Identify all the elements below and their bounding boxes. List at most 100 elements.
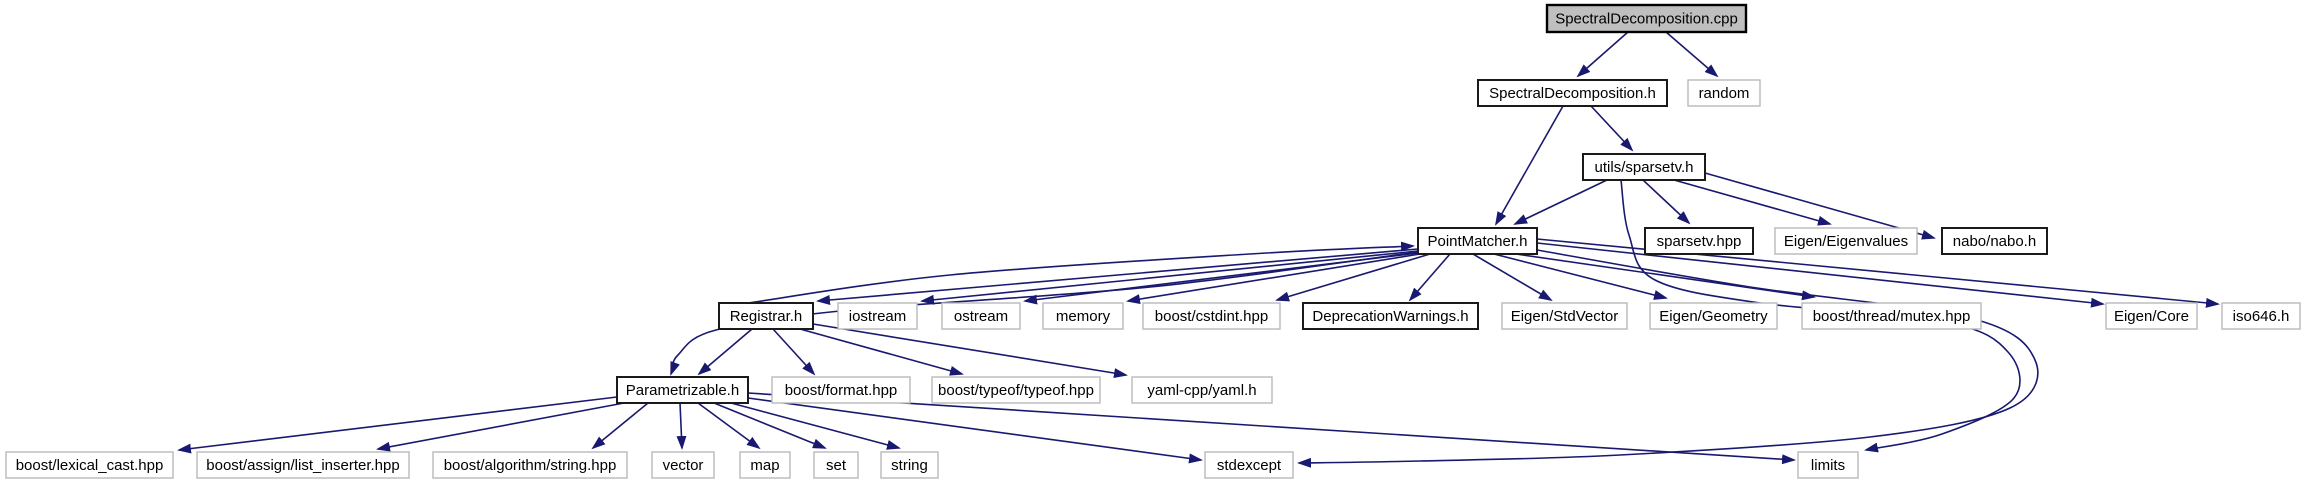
node-label-cpp: SpectralDecomposition.cpp	[1555, 11, 1738, 28]
node-box-sparsetv[interactable]	[1582, 153, 1706, 181]
node-box-algo	[432, 451, 628, 479]
node-iostream: iostream	[837, 302, 918, 330]
edge-param-to-vector	[676, 402, 687, 450]
node-box-map	[739, 451, 791, 479]
node-box-depr[interactable]	[1302, 302, 1479, 330]
node-label-set: set	[826, 457, 847, 474]
node-label-stdvec: Eigen/StdVector	[1511, 308, 1619, 325]
edge-reg-to-format	[772, 328, 816, 376]
edge-pm-to-iostream	[920, 250, 1419, 305]
node-box-iso	[2221, 302, 2301, 330]
node-label-core: Eigen/Core	[2114, 308, 2189, 325]
node-sdh[interactable]: SpectralDecomposition.h	[1477, 79, 1668, 107]
edge-pm-to-stdvec	[1472, 253, 1553, 302]
node-label-sdh: SpectralDecomposition.h	[1489, 85, 1656, 102]
node-ostream: ostream	[941, 302, 1021, 330]
node-label-iostream: iostream	[849, 308, 907, 325]
node-stdvec: Eigen/StdVector	[1501, 302, 1628, 330]
edge-sparsetv-to-eigev	[1673, 179, 1832, 226]
node-label-param: Parametrizable.h	[626, 382, 739, 399]
node-box-assign	[196, 451, 410, 479]
edge-sdh-to-sparsetv	[1590, 105, 1634, 152]
node-box-geom	[1649, 302, 1778, 330]
node-label-nabo: nabo/nabo.h	[1953, 233, 2036, 250]
node-label-limits: limits	[1811, 457, 1845, 474]
node-stdex: stdexcept	[1204, 451, 1294, 479]
node-nabo[interactable]: nabo/nabo.h	[1941, 227, 2048, 255]
edge-reg-to-typeof	[799, 328, 964, 376]
node-label-stdex: stdexcept	[1217, 457, 1282, 474]
node-format: boost/format.hpp	[771, 376, 911, 404]
node-label-assign: boost/assign/list_inserter.hpp	[206, 457, 399, 474]
edge-reg-to-param	[697, 328, 753, 376]
node-param[interactable]: Parametrizable.h	[616, 376, 749, 404]
node-box-string	[880, 451, 939, 479]
node-box-vector	[651, 451, 715, 479]
node-set: set	[813, 451, 859, 479]
node-mutex: boost/thread/mutex.hpp	[1801, 302, 1982, 330]
node-label-vector: vector	[663, 457, 704, 474]
node-box-hpp[interactable]	[1644, 227, 1754, 255]
node-box-sdh[interactable]	[1477, 79, 1668, 107]
node-box-nabo[interactable]	[1941, 227, 2048, 255]
node-hpp[interactable]: sparsetv.hpp	[1644, 227, 1754, 255]
node-label-sparsetv: utils/sparsetv.h	[1595, 159, 1694, 176]
node-box-param[interactable]	[616, 376, 749, 404]
node-box-cstdint	[1142, 302, 1281, 330]
edge-sdh-to-pm	[1495, 105, 1564, 226]
edge-pm-to-reg	[816, 248, 1419, 305]
node-label-string: string	[891, 457, 928, 474]
node-label-hpp: sparsetv.hpp	[1657, 233, 1742, 250]
node-label-cstdint: boost/cstdint.hpp	[1155, 308, 1268, 325]
node-box-random	[1687, 79, 1761, 107]
node-box-iostream	[837, 302, 918, 330]
node-assign: boost/assign/list_inserter.hpp	[196, 451, 410, 479]
node-box-stdex	[1204, 451, 1294, 479]
node-memory: memory	[1042, 302, 1124, 330]
node-box-limits	[1797, 451, 1859, 479]
node-typeof: boost/typeof/typeof.hpp	[931, 376, 1101, 404]
edge-sparsetv-to-hpp	[1642, 179, 1691, 225]
node-core: Eigen/Core	[2105, 302, 2198, 330]
node-box-set	[813, 451, 859, 479]
edge-reg-to-pm	[747, 241, 1415, 304]
edge-pm-to-depr	[1408, 253, 1451, 302]
node-pm[interactable]: PointMatcher.h	[1417, 227, 1538, 255]
edge-reg-to-yaml	[812, 323, 1128, 379]
node-label-yaml: yaml-cpp/yaml.h	[1147, 382, 1256, 399]
node-label-pm: PointMatcher.h	[1427, 233, 1527, 250]
edge-param-to-lex	[177, 396, 618, 454]
node-label-ostream: ostream	[954, 308, 1008, 325]
edge-param-to-set	[713, 402, 827, 449]
node-random: random	[1687, 79, 1761, 107]
node-lex: boost/lexical_cast.hpp	[5, 451, 174, 479]
edge-pm-to-core	[1536, 242, 2105, 308]
node-box-yaml	[1131, 376, 1273, 404]
node-eigev: Eigen/Eigenvalues	[1774, 227, 1918, 255]
node-box-reg[interactable]	[718, 302, 814, 330]
node-box-mutex	[1801, 302, 1982, 330]
node-depr[interactable]: DeprecationWarnings.h	[1302, 302, 1479, 330]
node-box-pm[interactable]	[1417, 227, 1538, 255]
edge-pm-to-memory	[1126, 253, 1421, 305]
node-map: map	[739, 451, 791, 479]
edge-param-to-limits	[747, 392, 1796, 465]
node-yaml: yaml-cpp/yaml.h	[1131, 376, 1273, 404]
edge-param-to-string	[730, 402, 901, 450]
node-box-stdvec	[1501, 302, 1628, 330]
node-box-memory	[1042, 302, 1124, 330]
edge-sparsetv-to-pm	[1513, 179, 1608, 225]
node-label-reg: Registrar.h	[730, 308, 803, 325]
node-iso: iso646.h	[2221, 302, 2301, 330]
edge-pm-to-geom	[1493, 253, 1668, 300]
node-box-format	[771, 376, 911, 404]
node-sparsetv[interactable]: utils/sparsetv.h	[1582, 153, 1706, 181]
node-reg[interactable]: Registrar.h	[718, 302, 814, 330]
node-label-random: random	[1699, 85, 1750, 102]
edge-pm-to-stdex	[1297, 249, 2039, 468]
node-label-lex: boost/lexical_cast.hpp	[16, 457, 164, 474]
node-label-depr: DeprecationWarnings.h	[1312, 308, 1468, 325]
node-label-mutex: boost/thread/mutex.hpp	[1813, 308, 1971, 325]
